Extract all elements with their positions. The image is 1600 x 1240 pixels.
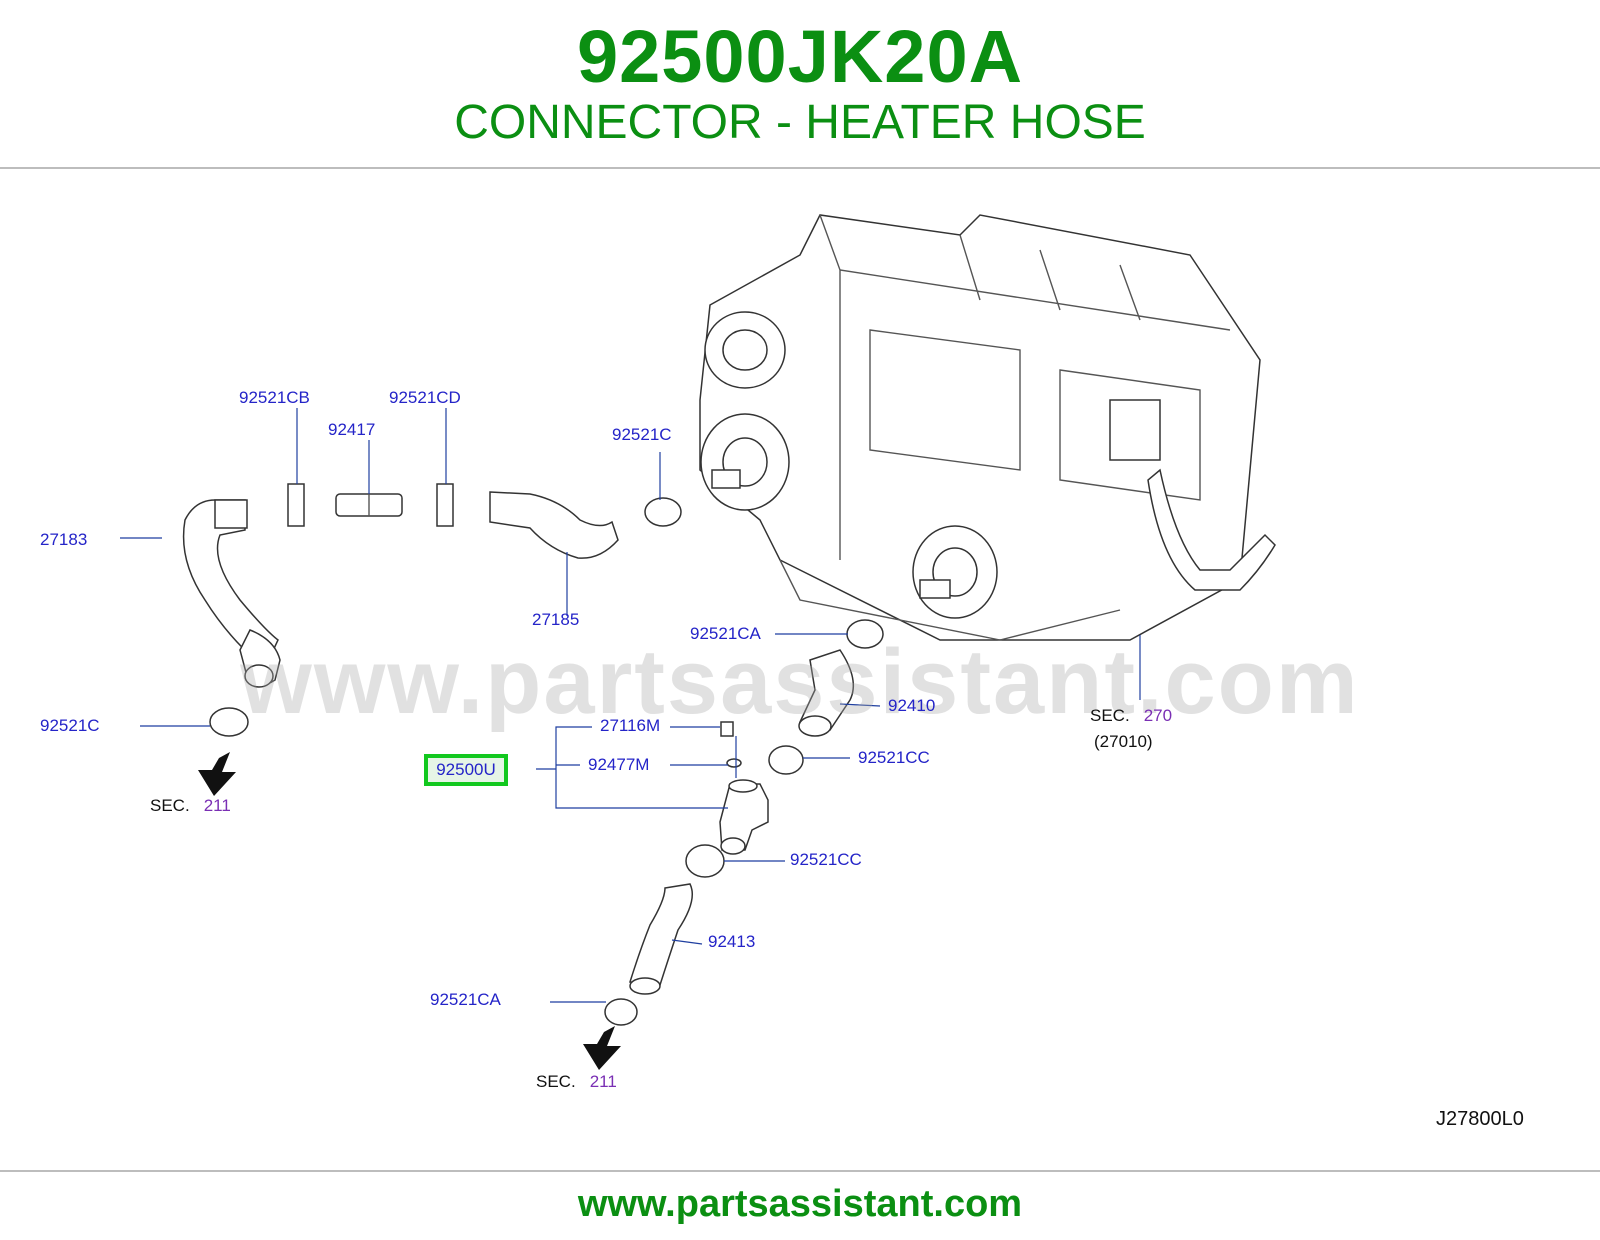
watermark-text: www.partsassistant.com [240, 631, 1360, 733]
callout-92413[interactable]: 92413 [708, 932, 756, 951]
hose-27183-illustration [182, 499, 281, 688]
page-header: 92500JK20A CONNECTOR - HEATER HOSE [0, 0, 1600, 170]
clamp-92521CB-illustration [287, 483, 305, 527]
heater-unit-illustration [699, 214, 1276, 641]
footer-divider [0, 1170, 1600, 1172]
callout-92521CA-top[interactable]: 92521CA [690, 624, 761, 643]
section-sub-ref: (27010) [1094, 732, 1153, 751]
callout-27116M[interactable]: 27116M [600, 716, 661, 735]
callout-27185[interactable]: 27185 [532, 610, 580, 629]
callout-27183[interactable]: 27183 [40, 530, 88, 549]
arrow-down-left-icon [198, 752, 236, 796]
section-prefix: SEC. [150, 796, 190, 815]
callout-92521CB[interactable]: 92521CB [239, 388, 310, 407]
callout-92410[interactable]: 92410 [888, 696, 936, 715]
clamp-92521C-top-illustration [644, 497, 682, 527]
section-number[interactable]: 211 [589, 1072, 617, 1091]
callout-92521CC-lower[interactable]: 92521CC [790, 850, 862, 869]
callout-92477M[interactable]: 92477M [588, 755, 650, 774]
section-prefix: SEC. [1090, 706, 1130, 725]
washer-92477M-illustration [726, 758, 742, 768]
hose-27185-illustration [489, 491, 619, 559]
section-number[interactable]: 270 [1143, 706, 1173, 725]
clamp-92521CC-lower-illustration [685, 844, 725, 878]
callout-92521CA-bottom[interactable]: 92521CA [430, 990, 501, 1009]
section-ref-right[interactable]: SEC. 270 [1090, 706, 1172, 726]
callout-92521C-left[interactable]: 92521C [40, 716, 100, 735]
clamp-92521CC-upper-illustration [768, 745, 804, 775]
callout-92521CD[interactable]: 92521CD [389, 388, 461, 407]
leader-lines [120, 408, 1141, 1003]
callout-92521CC-upper[interactable]: 92521CC [858, 748, 930, 767]
header-divider [0, 167, 1600, 169]
highlighted-part-92500U[interactable]: 92500U [424, 754, 508, 786]
part-number-title: 92500JK20A [576, 15, 1024, 98]
connector-92500U-illustration [719, 779, 769, 855]
clamp-92521CA-bottom-illustration [604, 998, 638, 1026]
section-number[interactable]: 211 [203, 796, 231, 815]
section-ref-left[interactable]: SEC. 211 [150, 796, 231, 816]
arrow-down-bottom-icon [583, 1026, 621, 1070]
diagram-reference-code: J27800L0 [1436, 1108, 1524, 1130]
clamp-92521C-left-illustration [209, 707, 249, 737]
hose-92413-illustration [629, 883, 693, 986]
part-name-subtitle: CONNECTOR - HEATER HOSE [454, 96, 1146, 149]
section-prefix: SEC. [536, 1072, 576, 1091]
section-ref-bottom[interactable]: SEC. 211 [536, 1072, 617, 1092]
callout-92417[interactable]: 92417 [328, 420, 376, 439]
sensor-27116M-illustration [720, 721, 734, 737]
footer-website-link[interactable]: www.partsassistant.com [577, 1183, 1023, 1225]
callout-92521C-top[interactable]: 92521C [612, 425, 672, 444]
clamp-92521CD-illustration [436, 483, 454, 527]
